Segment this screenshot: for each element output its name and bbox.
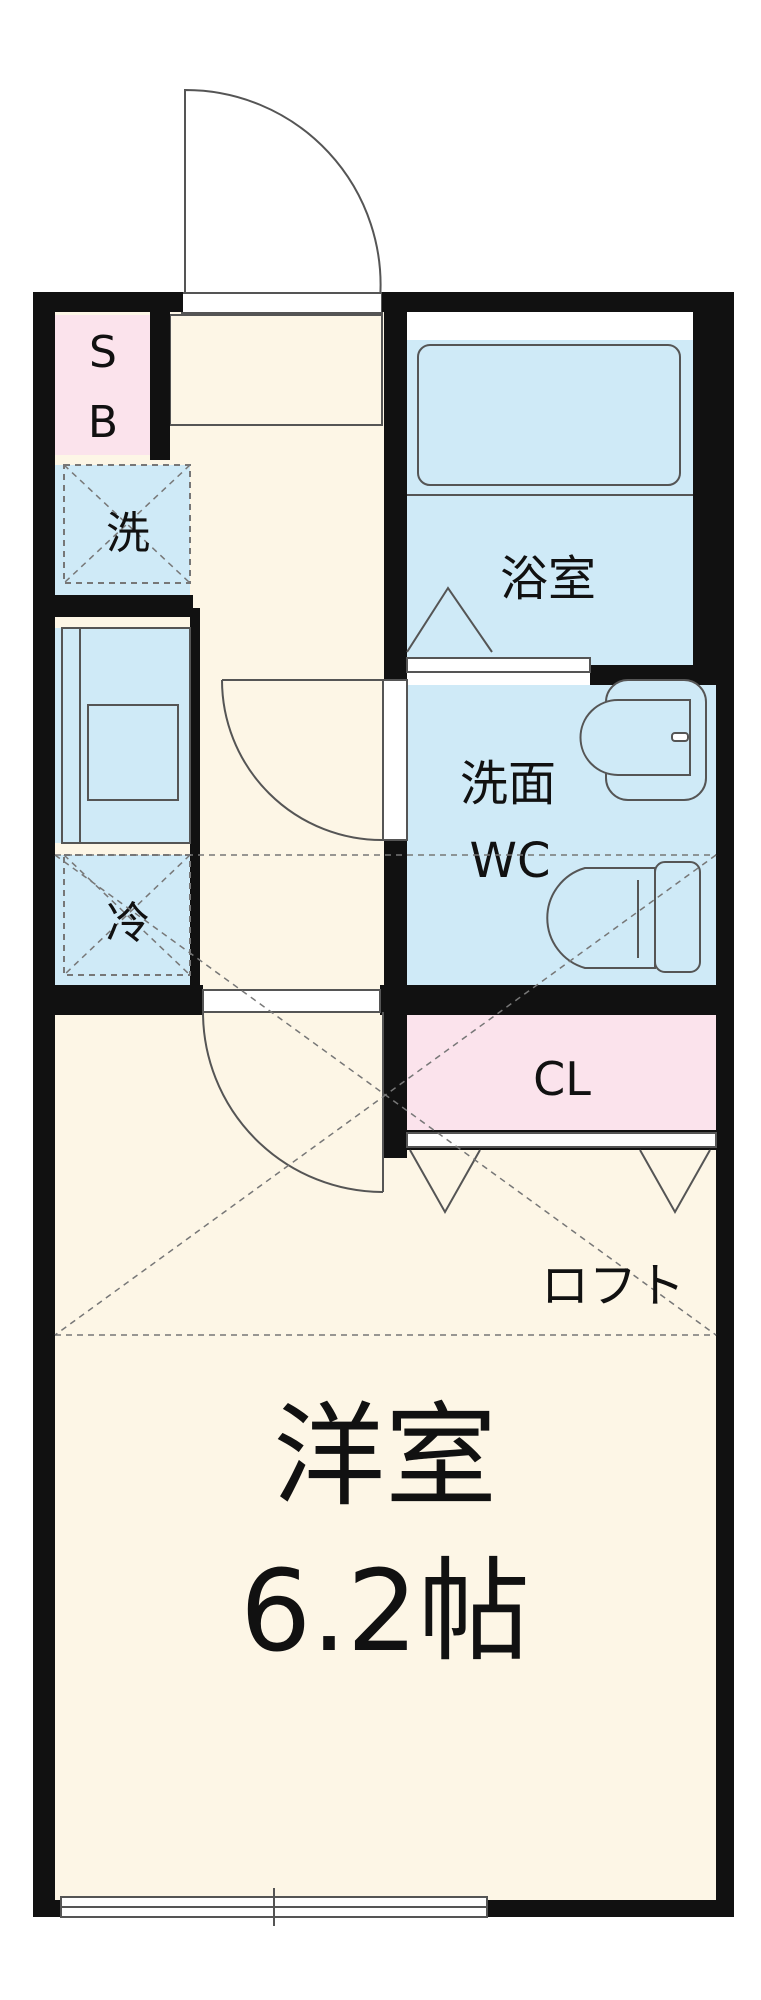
washroom-door-jamb (382, 679, 408, 841)
wall-fridge-right (190, 608, 200, 988)
washroom-door-swing (221, 679, 384, 842)
fridge-pan (63, 854, 191, 976)
outer-wall-bottom-right (487, 1900, 734, 1917)
western-room-label: 洋室 (273, 1392, 497, 1522)
toilet-bowl (546, 867, 656, 969)
fridge-cross-b (63, 854, 191, 976)
outer-wall-bottom-left (33, 1900, 61, 1917)
outer-wall-top-left (33, 292, 183, 312)
wall-shoebox-right (150, 312, 170, 460)
toilet-tank (654, 861, 701, 973)
fridge-label: 冷 (106, 898, 150, 949)
outer-wall-left (33, 292, 55, 1917)
outer-wall-right (716, 292, 734, 1917)
sb-label-s: S (89, 327, 117, 378)
washroom-label: 洗面 (460, 756, 556, 812)
washbasin-bowl (579, 699, 691, 776)
washer-pan (63, 464, 191, 584)
bathroom-door-fold (406, 586, 493, 653)
washer-space (55, 465, 190, 595)
outer-wall-top-right (382, 292, 734, 312)
bathtub (417, 344, 681, 486)
washer-cross-a (63, 464, 191, 584)
wall-hall-bottom-right (380, 985, 720, 1015)
entrance-door-opening (181, 292, 383, 314)
entrance-step (169, 314, 383, 426)
bathroom-door-track (406, 657, 591, 673)
bathroom-label: 浴室 (500, 551, 596, 607)
loft-diagonal-b (54, 854, 717, 1336)
room-door-jamb (202, 989, 381, 1013)
room-door-swing (202, 1011, 384, 1193)
wall-bath-right (693, 312, 716, 685)
closet-floor (407, 1015, 716, 1130)
sb-label-b: B (88, 397, 118, 448)
fridge-cross-a (63, 854, 191, 976)
wc-label: WC (470, 833, 551, 889)
western-room-floor (55, 1015, 716, 1905)
closet-door-fold-left (409, 1149, 481, 1215)
washer-cross-b (63, 464, 191, 584)
western-room-size: 6.2帖 (240, 1547, 530, 1677)
shoe-box-area (55, 315, 150, 455)
loft-label: ロフト (541, 1258, 685, 1314)
wall-hall-bottom (33, 985, 203, 1015)
closet-door-track (406, 1132, 717, 1148)
wall-washer-bottom (33, 595, 193, 617)
closet-label: CL (533, 1052, 591, 1106)
faucet (671, 732, 689, 742)
entrance-door-swing (184, 88, 382, 301)
sink-basin (87, 704, 179, 801)
closet-door-fold-right (639, 1149, 711, 1215)
washer-label: 洗 (106, 508, 150, 559)
